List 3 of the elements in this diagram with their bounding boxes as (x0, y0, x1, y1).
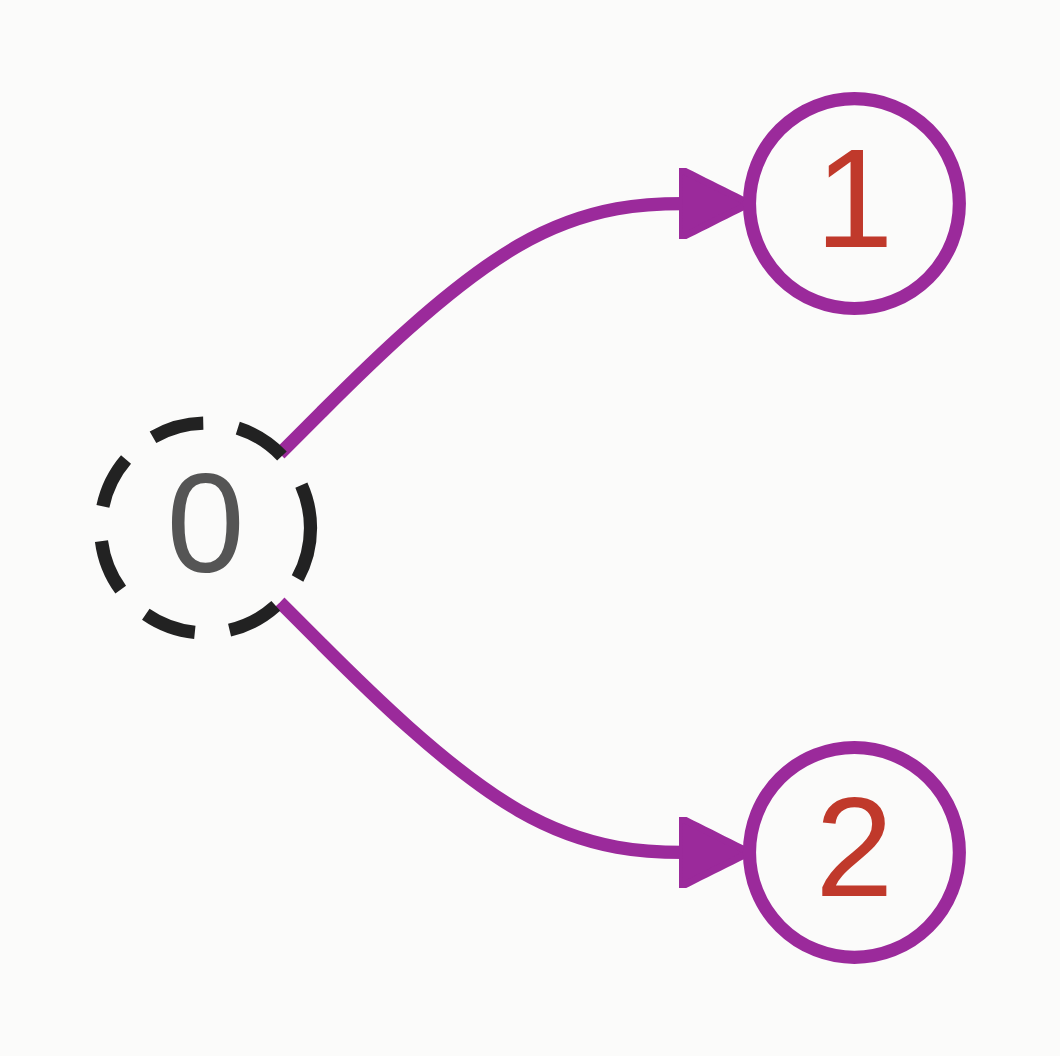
node-circle: 2 (742, 740, 966, 964)
node-circle: 1 (742, 92, 966, 316)
node-circle: 0 (94, 416, 318, 640)
